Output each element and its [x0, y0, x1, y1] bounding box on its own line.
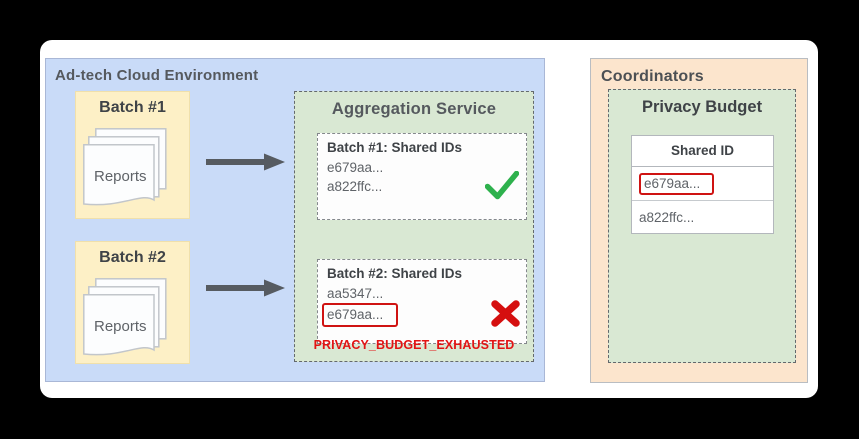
batch-2-title: Batch #2 [99, 249, 166, 266]
table-row: a822ffc... [639, 209, 695, 225]
reports-stack-icon: Reports [83, 128, 167, 206]
table-row: e679aa... [632, 167, 773, 201]
arrow-right-icon [206, 153, 285, 171]
batch-1-result-title: Batch #1: Shared IDs [327, 140, 463, 155]
reports-label: Reports [94, 318, 147, 335]
shared-id-value: aa5347... [327, 286, 384, 301]
privacy-budget-title: Privacy Budget [641, 98, 763, 116]
batch-1-result-box: Batch #1: Shared IDs e679aa... a822ffc..… [317, 133, 527, 220]
coordinators-title: Coordinators [601, 68, 704, 85]
aggregation-service-title: Aggregation Service [331, 100, 497, 118]
coordinators-box: Coordinators Privacy Budget Shared ID e6… [590, 58, 808, 383]
shared-id-table-header: Shared ID [632, 136, 773, 167]
adtech-environment-title: Ad-tech Cloud Environment [55, 67, 259, 84]
diagram-card: Ad-tech Cloud Environment Batch #1 Repor… [40, 40, 818, 398]
arrow-right-icon [206, 279, 285, 297]
flagged-shared-id-value: e679aa... [322, 303, 399, 327]
privacy-budget-exhausted-label: PRIVACY_BUDGET_EXHAUSTED [313, 338, 515, 352]
privacy-budget-box: Privacy Budget Shared ID e679aa... a822f… [608, 89, 796, 363]
aggregation-service-box: Aggregation Service Batch #1: Shared IDs… [294, 91, 534, 362]
checkmark-icon [485, 171, 519, 200]
x-icon [491, 300, 520, 327]
batch-1-box: Batch #1 Reports [75, 91, 190, 219]
batch-2-result-box: Batch #2: Shared IDs aa5347... e679aa... [317, 259, 527, 344]
batch-2-box: Batch #2 Reports [75, 241, 190, 364]
batch-2-result-title: Batch #2: Shared IDs [327, 266, 463, 281]
shared-id-value: e679aa... [327, 160, 384, 175]
shared-id-value: a822ffc... [327, 179, 383, 194]
adtech-cloud-environment-box: Ad-tech Cloud Environment Batch #1 Repor… [45, 58, 545, 382]
reports-stack-icon: Reports [83, 278, 167, 356]
shared-id-table: Shared ID e679aa... a822ffc... [631, 135, 774, 234]
reports-label: Reports [94, 168, 147, 185]
batch-1-title: Batch #1 [99, 99, 166, 116]
flagged-shared-id-value: e679aa... [639, 172, 715, 195]
